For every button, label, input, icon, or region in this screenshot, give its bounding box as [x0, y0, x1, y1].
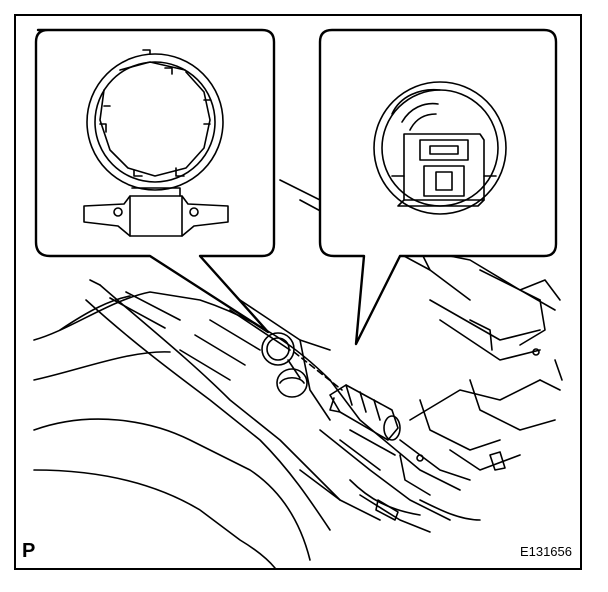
callout-left	[34, 28, 276, 334]
view-letter: P	[22, 540, 36, 562]
assembly-guide-lines	[293, 351, 343, 391]
figure-frame	[14, 14, 582, 570]
figure-code: E131656	[519, 544, 572, 559]
socket-ring-part	[261, 332, 308, 398]
lighter-socket-part	[329, 384, 401, 441]
console-drawing	[33, 179, 563, 569]
socket-connector-icon	[373, 81, 507, 215]
hinge-tab-icon	[83, 187, 229, 237]
retaining-ring-icon	[86, 49, 224, 191]
callout-right	[318, 28, 558, 346]
